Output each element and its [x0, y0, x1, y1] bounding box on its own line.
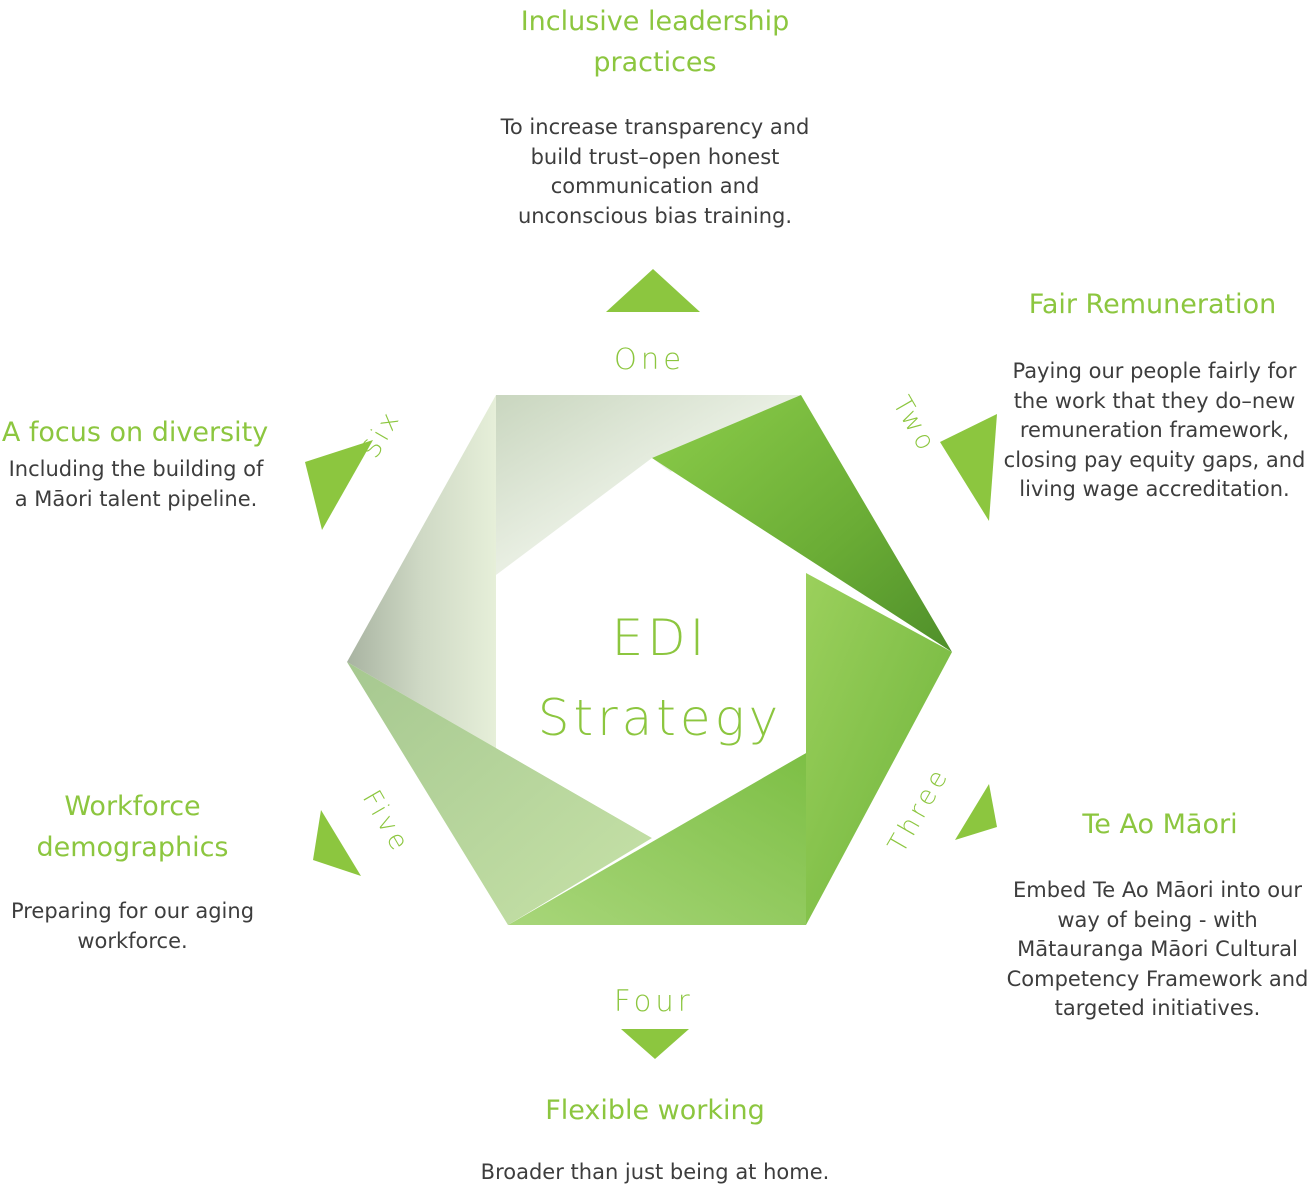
heading-fair-remuneration: Fair Remuneration: [1028, 289, 1277, 320]
center-title-line1: EDI: [611, 609, 709, 667]
arrow-five-icon: [313, 810, 361, 876]
arrow-one-icon: [606, 269, 700, 312]
inner-hexagon: [496, 458, 806, 838]
center-title-line2: Strategy: [537, 689, 783, 747]
heading-te-ao-maori: Te Ao Māori: [1082, 809, 1238, 840]
heading-flexible-working: Flexible working: [545, 1095, 765, 1126]
ribbon-segment-five: [347, 662, 652, 925]
ribbon-segment-two: [652, 395, 952, 652]
ribbon-segment-three: [806, 573, 952, 925]
text-focus-on-diversity: Including the building of a Māori talent…: [8, 457, 264, 511]
arrow-six-icon: [305, 440, 373, 530]
heading-inclusive-leadership: Inclusive leadership practices: [520, 6, 790, 78]
ribbon-segment-four: [508, 753, 806, 925]
arrow-three-icon: [955, 784, 997, 840]
heading-workforce-demographics: Workforce demographics: [36, 791, 229, 863]
arrow-four-icon: [621, 1029, 689, 1059]
text-fair-remuneration: Paying our people fairly for the work th…: [1003, 359, 1306, 501]
arrow-two-icon: [940, 414, 997, 521]
text-te-ao-maori: Embed Te Ao Māori into our way of being …: [1006, 878, 1309, 1020]
text-inclusive-leadership: To increase transparency and build trust…: [500, 115, 810, 228]
heading-focus-on-diversity: A focus on diversity: [1, 417, 269, 448]
step-label-four: Four: [614, 984, 694, 1018]
text-workforce-demographics: Preparing for our aging workforce.: [10, 899, 255, 953]
ribbon-segment-six: [347, 395, 496, 748]
center-title: EDI Strategy: [500, 608, 820, 748]
text-flexible-working: Broader than just being at home.: [480, 1160, 830, 1184]
step-label-one: One: [614, 342, 686, 376]
